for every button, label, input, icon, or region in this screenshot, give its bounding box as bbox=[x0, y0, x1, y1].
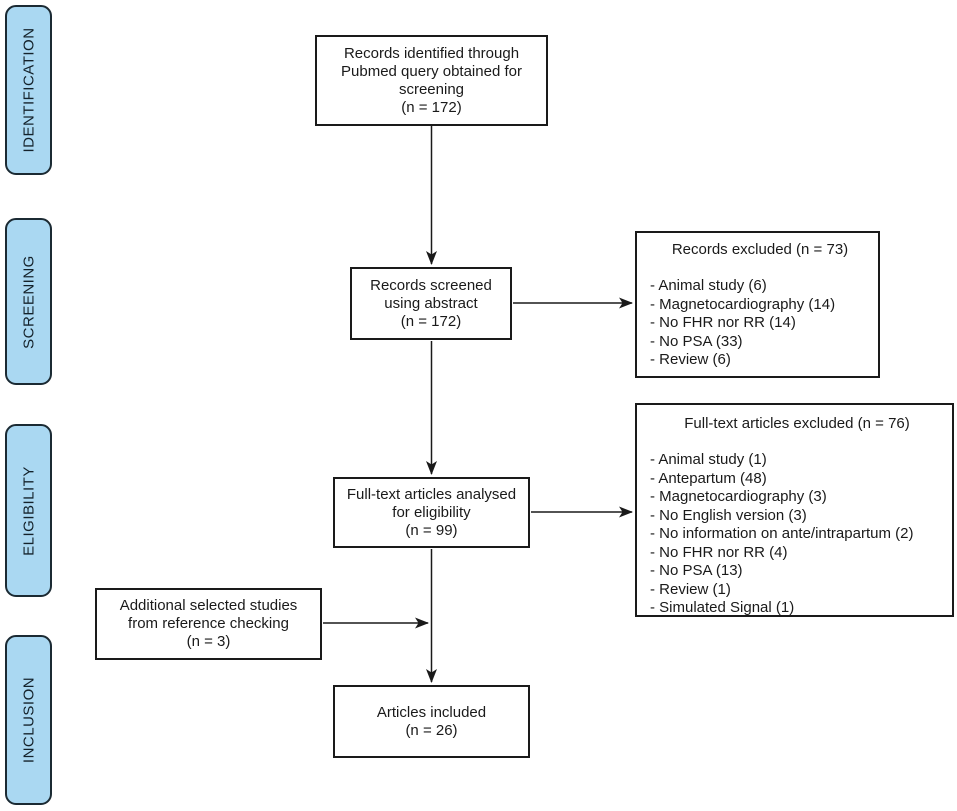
additional-studies-box: Additional selected studies from referen… bbox=[95, 588, 322, 660]
fulltext-analysed-text: Full-text articles analysed for eligibil… bbox=[346, 485, 517, 539]
stage-inclusion-label: INCLUSION bbox=[20, 676, 37, 764]
exclusion-reason: - No PSA (13) bbox=[650, 562, 743, 579]
records-excluded-items: - Animal study (6) - Magnetocardiography… bbox=[650, 277, 870, 370]
records-identified-box: Records identified through Pubmed query … bbox=[315, 35, 548, 126]
records-screened-box: Records screened using abstract (n = 172… bbox=[350, 267, 512, 340]
exclusion-reason: - No FHR nor RR (4) bbox=[650, 543, 788, 561]
exclusion-reason: - No English version (3) bbox=[650, 506, 807, 524]
fulltext-analysed-box: Full-text articles analysed for eligibil… bbox=[333, 477, 530, 548]
exclusion-reason: - Simulated Signal (1) bbox=[650, 599, 795, 616]
records-excluded-box: Records excluded (n = 73) - Animal study… bbox=[635, 231, 880, 378]
fulltext-excluded-title: Full-text articles excluded (n = 76) bbox=[684, 415, 910, 432]
records-identified-text: Records identified through Pubmed query … bbox=[341, 44, 522, 116]
additional-studies-text: Additional selected studies from referen… bbox=[119, 597, 298, 650]
stage-screening-label: SCREENING bbox=[20, 254, 37, 349]
exclusion-reason: - No PSA (33) bbox=[650, 332, 743, 350]
exclusion-reason: - Review (6) bbox=[650, 351, 731, 368]
fulltext-excluded-items: - Animal study (1) - Antepartum (48) - M… bbox=[650, 451, 944, 618]
articles-included-box: Articles included (n = 26) bbox=[333, 685, 530, 758]
exclusion-reason: - Magnetocardiography (14) bbox=[650, 295, 836, 313]
articles-included-text: Articles included (n = 26) bbox=[376, 703, 487, 739]
stage-identification-label: IDENTIFICATION bbox=[20, 27, 37, 153]
exclusion-reason: - Animal study (1) bbox=[650, 451, 767, 468]
exclusion-reason: - No information on ante/intrapartum (2) bbox=[650, 525, 914, 542]
stage-eligibility: ELIGIBILITY bbox=[5, 424, 52, 597]
exclusion-reason: - Animal study (6) bbox=[650, 277, 767, 294]
stage-screening: SCREENING bbox=[5, 218, 52, 385]
records-excluded-title: Records excluded (n = 73) bbox=[671, 241, 849, 258]
fulltext-excluded-box: Full-text articles excluded (n = 76) - A… bbox=[635, 403, 954, 617]
stage-eligibility-label: ELIGIBILITY bbox=[20, 465, 37, 556]
stage-identification: IDENTIFICATION bbox=[5, 5, 52, 175]
exclusion-reason: - Antepartum (48) bbox=[650, 469, 767, 487]
records-screened-text: Records screened using abstract (n = 172… bbox=[370, 276, 492, 330]
stage-inclusion: INCLUSION bbox=[5, 635, 52, 805]
exclusion-reason: - No FHR nor RR (14) bbox=[650, 314, 796, 331]
exclusion-reason: - Review (1) bbox=[650, 580, 731, 598]
exclusion-reason: - Magnetocardiography (3) bbox=[650, 488, 827, 505]
